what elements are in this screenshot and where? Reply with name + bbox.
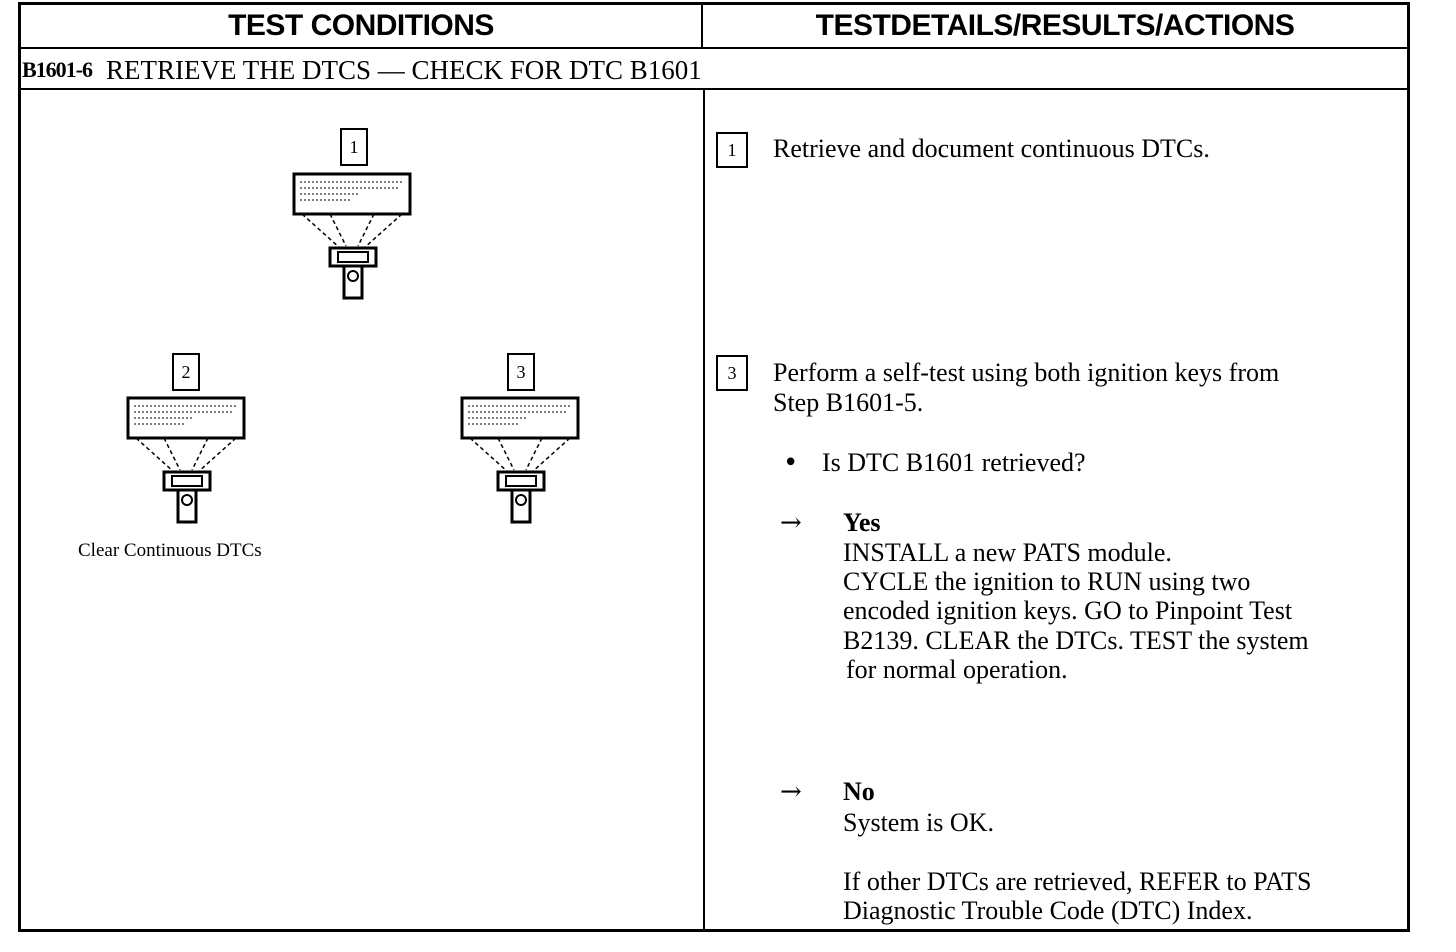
arrow-right-icon: → xyxy=(780,777,802,807)
yes-line-3: encoded ignition keys. GO to Pinpoint Te… xyxy=(843,596,1293,625)
detail-step-number-3: 3 xyxy=(716,355,748,391)
frame-left-border xyxy=(18,2,21,932)
step-title-row: B1601-6 RETRIEVE THE DTCS — CHECK FOR DT… xyxy=(22,52,702,88)
no-label: No xyxy=(843,777,875,806)
detail-step3-line1: Perform a self-test using both ignition … xyxy=(773,358,1280,387)
detail-step-number-1: 1 xyxy=(716,132,748,168)
diagram-number-2: 2 xyxy=(172,353,200,391)
other-dtcs-line-2: Diagnostic Trouble Code (DTC) Index. xyxy=(843,896,1253,925)
no-line-1: System is OK. xyxy=(843,808,994,837)
scan-tool-icon xyxy=(126,396,246,524)
frame-bottom-border xyxy=(18,929,1410,932)
step-code: B1601-6 xyxy=(22,57,93,82)
yes-line-2: CYCLE the ignition to RUN using two xyxy=(843,567,1251,596)
body-column-divider xyxy=(703,88,705,931)
header-test-details: TESTDETAILS/RESULTS/ACTIONS xyxy=(815,9,1295,42)
detail-step3-line2: Step B1601-5. xyxy=(773,388,924,417)
yes-line-5: for normal operation. xyxy=(846,655,1068,684)
detail-step1-text: Retrieve and document continuous DTCs. xyxy=(773,134,1210,163)
scan-tool-icon xyxy=(292,172,412,300)
header-column-divider xyxy=(701,2,703,49)
scan-tool-icon xyxy=(460,396,580,524)
detail-question: Is DTC B1601 retrieved? xyxy=(822,448,1086,477)
diagram-number-3: 3 xyxy=(507,353,535,391)
bullet-icon: • xyxy=(783,448,799,478)
diagram-caption: Clear Continuous DTCs xyxy=(78,540,262,561)
yes-line-1: INSTALL a new PATS module. xyxy=(843,538,1172,567)
title-divider xyxy=(18,88,1410,90)
arrow-right-icon: → xyxy=(780,508,802,538)
diagram-number-1: 1 xyxy=(340,128,368,166)
header-test-conditions: TEST CONDITIONS xyxy=(228,9,494,42)
frame-right-border xyxy=(1407,2,1410,932)
other-dtcs-line-1: If other DTCs are retrieved, REFER to PA… xyxy=(843,867,1312,896)
frame-top-border xyxy=(18,2,1410,5)
step-title: RETRIEVE THE DTCS — CHECK FOR DTC B1601 xyxy=(106,54,702,85)
yes-label: Yes xyxy=(843,508,881,537)
header-divider xyxy=(18,47,1410,49)
yes-line-4: B2139. CLEAR the DTCs. TEST the system xyxy=(843,626,1309,655)
